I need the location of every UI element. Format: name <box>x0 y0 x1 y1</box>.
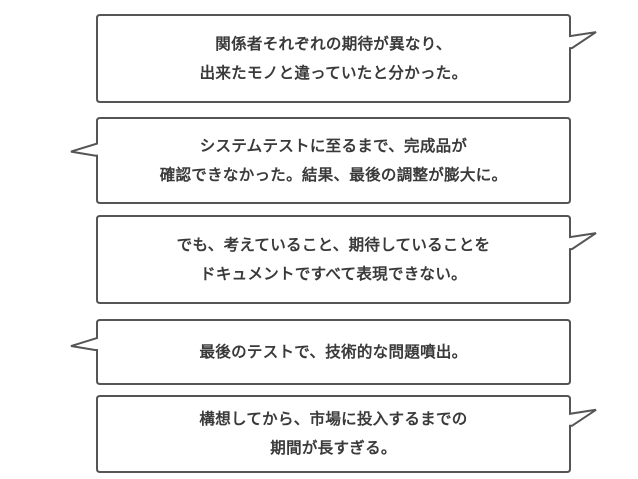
speech-bubble-expectation-mismatch: 関係者それぞれの期待が異なり、 出来たモノと違っていたと分かった。 <box>96 14 597 103</box>
bubble-text: 最後のテストで、技術的な問題噴出。 <box>200 338 468 367</box>
speech-bubble-shape <box>70 117 571 204</box>
bubble-text: 関係者それぞれの期待が異なり、 出来たモノと違っていたと分かった。 <box>200 30 468 88</box>
speech-bubble-outline <box>96 14 597 103</box>
bubble-line: でも、考えていること、期待していることを <box>176 235 491 254</box>
bubble-text: 構想してから、市場に投入するまでの 期間が長すぎる。 <box>199 405 467 463</box>
bubble-text: でも、考えていること、期待していることを ドキュメントですべて表現できない。 <box>177 231 491 289</box>
bubble-line: 関係者それぞれの期待が異なり、 <box>215 34 452 53</box>
speech-bubble-shape <box>96 395 597 473</box>
bubble-line: 期間が長すぎる。 <box>270 439 397 457</box>
bubble-line: 確認できなかった。結果、最後の調整が膨大に。 <box>159 165 508 184</box>
speech-bubble-shape <box>96 215 597 304</box>
speech-bubble-outline <box>70 319 571 385</box>
speech-bubble-outline <box>70 117 571 204</box>
speech-bubble-outline <box>96 395 597 473</box>
bubble-line: 最後のテストで、技術的な問題噴出。 <box>199 342 468 361</box>
bubble-line: 構想してから、市場に投入するまでの <box>199 410 468 428</box>
speech-bubble-long-lead-time: 構想してから、市場に投入するまでの 期間が長すぎる。 <box>96 395 597 473</box>
bubble-line: システムテストに至るまで、完成品が <box>199 136 468 155</box>
speech-bubble-shape <box>96 14 597 103</box>
bubble-line: 出来たモノと違っていたと分かった。 <box>199 63 468 82</box>
bubble-line: ドキュメントですべて表現できない。 <box>200 264 467 283</box>
speech-bubble-documentation-limits: でも、考えていること、期待していることを ドキュメントですべて表現できない。 <box>96 215 597 304</box>
bubble-text: システムテストに至るまで、完成品が 確認できなかった。結果、最後の調整が膨大に。 <box>160 132 508 190</box>
speech-bubble-late-confirmation: システムテストに至るまで、完成品が 確認できなかった。結果、最後の調整が膨大に。 <box>70 117 571 204</box>
speech-bubble-technical-issues: 最後のテストで、技術的な問題噴出。 <box>70 319 571 385</box>
speech-bubble-outline <box>96 215 597 304</box>
speech-bubble-shape <box>70 319 571 385</box>
